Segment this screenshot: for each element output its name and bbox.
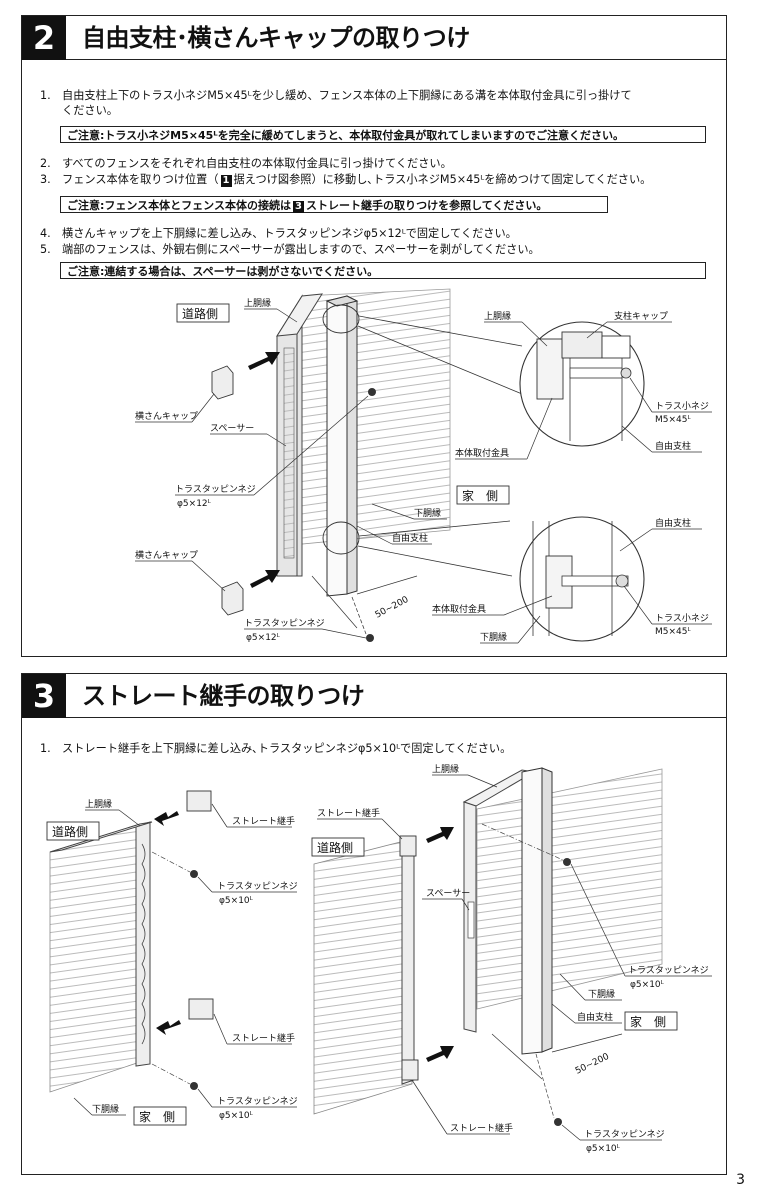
screw-icon xyxy=(366,634,374,642)
free-post xyxy=(325,295,359,597)
dim-label: 50~200 xyxy=(374,595,411,621)
spacer-label-3: スペーサー xyxy=(426,888,470,899)
joint-label-3b: ストレート継手 xyxy=(232,1032,295,1044)
section-2-diagram: 50~200 道路側 家 側 上胴縁 横さんキャップ スペーサー トラスタッピン… xyxy=(135,288,712,644)
right-fence-assembly xyxy=(313,767,663,1115)
screw-icon xyxy=(190,870,198,878)
tapping-screw-label-bottom: トラスタッピンネジ xyxy=(244,618,325,629)
detail-top xyxy=(519,321,645,447)
bottom-rail-label-3b: 下胴縁 xyxy=(588,988,615,1000)
cap-label-bottom: 横さんキャップ xyxy=(135,549,198,561)
top-rail-label-3b: 上胴縁 xyxy=(432,763,459,775)
step-2-1: 1.自由支柱上下のトラス小ネジM5×45ᴸを少し緩め、フェンス本体の上下胴縁にあ… xyxy=(40,89,632,102)
truss-screw-label: トラス小ネジ xyxy=(655,401,709,412)
tapping-size-label: φ5×12ᴸ xyxy=(177,499,212,509)
dim-label-3: 50~200 xyxy=(574,1052,611,1077)
straight-joint-bottom-part xyxy=(188,998,214,1020)
fence-panel xyxy=(276,288,451,577)
screw-icon xyxy=(554,1118,562,1126)
step-2-5: 5.端部のフェンスは、外観右側にスペーサーが露出しますので、スペーサーを剥がして… xyxy=(40,243,540,256)
tapping-screw-label-3b: トラスタッピンネジ xyxy=(217,1096,298,1107)
detail-bottom-rail-label: 下胴縁 xyxy=(480,631,507,643)
road-side-label-3b: 道路側 xyxy=(317,840,353,855)
screw-icon xyxy=(563,858,571,866)
section-3-diagram: 50~200 道路側 家 側 上胴縁 ストレート継手 トラスタッピンネジ φ5×… xyxy=(46,763,712,1154)
detail-bottom-free-post-label: 自由支柱 xyxy=(655,517,691,529)
arrow-icon xyxy=(426,827,454,843)
joint-label-3a: ストレート継手 xyxy=(232,815,295,827)
cap-label: 横さんキャップ xyxy=(135,410,198,422)
joint-label-3c: ストレート継手 xyxy=(317,807,380,819)
left-fence-panel xyxy=(49,821,153,1093)
detail-bottom-bracket-label: 本体取付金具 xyxy=(432,603,486,615)
section-2-number: 2 xyxy=(22,16,66,60)
cap-top-part xyxy=(211,365,234,400)
tapping-size-label-3b: φ5×10ᴸ xyxy=(219,1111,254,1121)
tapping-screw-label-3c: トラスタッピンネジ xyxy=(628,965,709,976)
tapping-screw-label-3d: トラスタッピンネジ xyxy=(584,1129,665,1140)
top-rail-label-3a: 上胴縁 xyxy=(85,798,112,810)
bottom-rail-label-3a: 下胴縁 xyxy=(92,1103,119,1115)
detail-bottom-truss-size-label: M5×45ᴸ xyxy=(655,627,691,637)
road-side-label: 道路側 xyxy=(182,306,218,321)
step-3-1: 1.ストレート継手を上下胴縁に差し込み､トラスタッピンネジφ5×10ᴸで固定して… xyxy=(40,742,512,755)
arrow-icon xyxy=(426,1046,454,1062)
house-side-label-3b: 家 側 xyxy=(630,1014,666,1029)
step-2-1-cont: ください。 xyxy=(62,104,118,117)
step-2-2: 2.すべてのフェンスをそれぞれ自由支柱の本体取付金具に引っ掛けてください。 xyxy=(40,157,452,170)
house-side-label-3a: 家 側 xyxy=(139,1109,175,1124)
tapping-screw-label-3a: トラスタッピンネジ xyxy=(217,881,298,892)
section-3-number: 3 xyxy=(22,674,66,718)
section-2: 2 自由支柱･横さんキャップの取りつけ 1.自由支柱上下のトラス小ネジM5×45… xyxy=(21,15,727,657)
section-3: 3 ストレート継手の取りつけ 1.ストレート継手を上下胴縁に差し込み､トラスタッ… xyxy=(21,673,727,1175)
detail-bottom-truss-screw-label: トラス小ネジ xyxy=(655,613,709,624)
bracket-label: 本体取付金具 xyxy=(455,447,509,459)
zoom-circle-top xyxy=(322,304,360,334)
house-side-label: 家 側 xyxy=(462,488,498,503)
zoom-circle-bottom xyxy=(322,521,360,555)
note-2-1: ご注意:トラス小ネジM5×45ᴸを完全に緩めてしまうと、本体取付金具が取れてしま… xyxy=(60,126,706,143)
ref-box-3: 3 xyxy=(292,201,304,213)
cap-bottom-part xyxy=(221,581,244,616)
detail-free-post-label: 自由支柱 xyxy=(655,440,691,452)
arrow-icon xyxy=(156,1020,181,1035)
section-2-title: 自由支柱･横さんキャップの取りつけ xyxy=(82,24,470,52)
screw-icon xyxy=(368,388,376,396)
straight-joint-right-top xyxy=(399,835,417,857)
arrow-icon xyxy=(250,570,280,588)
tapping-size-label-3c: φ5×10ᴸ xyxy=(630,980,665,990)
screw-icon xyxy=(190,1082,198,1090)
free-post-label: 自由支柱 xyxy=(392,532,428,544)
bottom-rail-label: 下胴縁 xyxy=(414,507,441,519)
road-side-label-3a: 道路側 xyxy=(52,824,88,839)
section-3-header: 3 ストレート継手の取りつけ xyxy=(22,674,726,718)
truss-size-label: M5×45ᴸ xyxy=(655,415,691,425)
step-2-4: 4.横さんキャップを上下胴縁に差し込み、トラスタッピンネジφ5×12ᴸで固定して… xyxy=(40,227,517,240)
detail-bottom xyxy=(519,516,645,642)
note-2-3: ご注意:連結する場合は、スペーサーは剥がさないでください。 xyxy=(60,262,706,279)
free-post-label-3: 自由支柱 xyxy=(577,1011,613,1023)
spacer-label: スペーサー xyxy=(210,423,254,434)
tapping-size-label-3a: φ5×10ᴸ xyxy=(219,896,254,906)
tapping-size-label-bottom: φ5×12ᴸ xyxy=(246,633,281,643)
arrow-icon xyxy=(154,811,179,826)
post-cap-label: 支柱キャップ xyxy=(614,310,668,322)
section-3-title: ストレート継手の取りつけ xyxy=(82,682,365,710)
detail-top-rail-label: 上胴縁 xyxy=(484,310,511,322)
top-rail-label: 上胴縁 xyxy=(244,297,271,309)
section-2-header: 2 自由支柱･横さんキャップの取りつけ xyxy=(22,16,726,60)
straight-joint-right-bottom xyxy=(401,1059,419,1081)
tapping-size-label-3d: φ5×10ᴸ xyxy=(586,1144,621,1154)
ref-box-1: 1 xyxy=(220,175,232,187)
joint-label-3d: ストレート継手 xyxy=(450,1122,513,1134)
page-number: 3 xyxy=(736,1172,745,1188)
arrow-icon xyxy=(248,352,280,370)
tapping-screw-label: トラスタッピンネジ xyxy=(175,484,256,495)
straight-joint-top-part xyxy=(186,790,212,812)
